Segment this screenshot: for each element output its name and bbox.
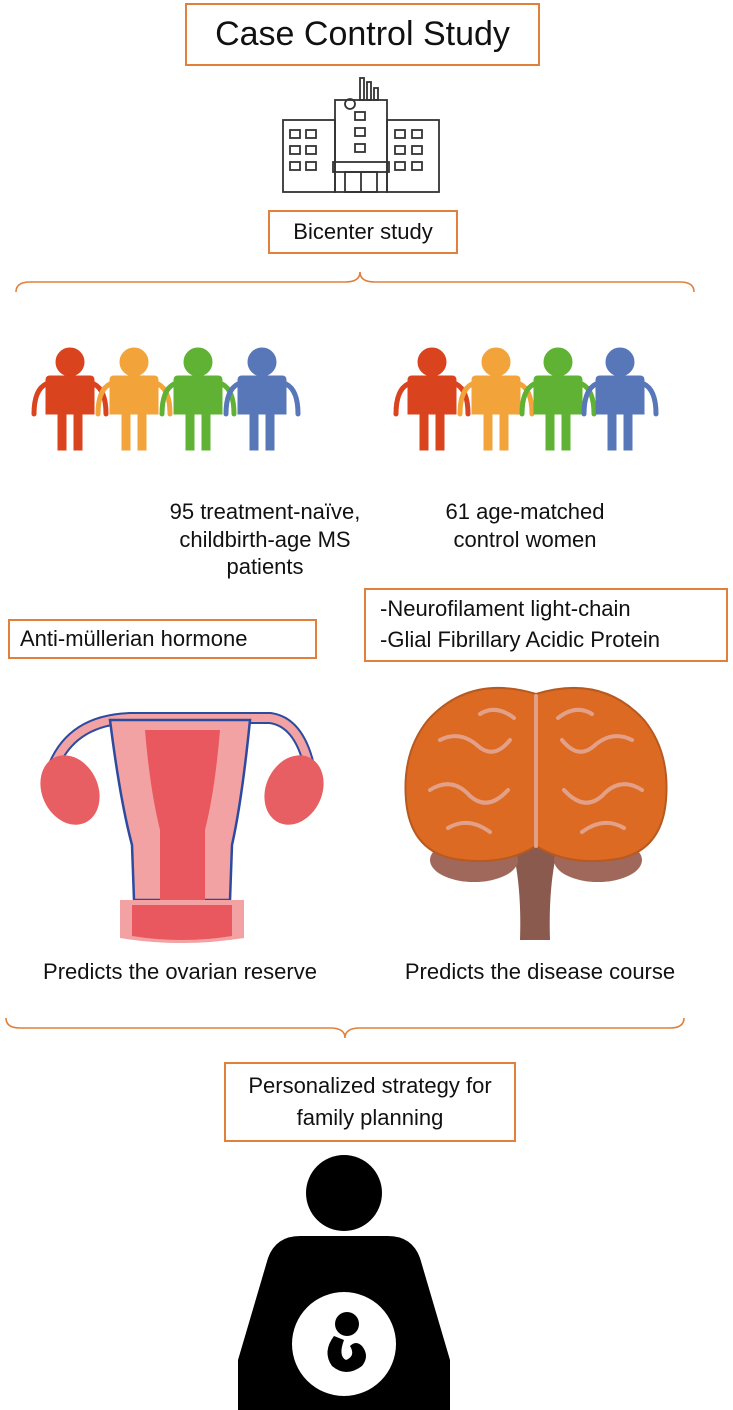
ovary-caption: Predicts the ovarian reserve: [43, 959, 317, 984]
nfl-label: -Neurofilament light-chain: [380, 596, 631, 622]
brain-icon: [404, 687, 668, 940]
uterus-icon: [40, 712, 324, 943]
bicenter-label: Bicenter study: [268, 210, 458, 254]
pregnant-woman-icon: [238, 1155, 450, 1410]
amh-label: Anti-müllerian hormone: [8, 619, 317, 659]
controls-label: 61 age-matched control women: [445, 499, 605, 552]
outcome-label: Personalized strategy for family plannin…: [224, 1062, 516, 1142]
page-title: Case Control Study: [185, 3, 540, 66]
people-group-controls: [396, 348, 656, 450]
gfap-label: -Glial Fibrillary Acidic Protein: [380, 627, 660, 652]
hospital-icon: [282, 77, 440, 193]
cases-label: 95 treatment-naïve, childbirth-age MS pa…: [169, 499, 361, 579]
neuro-markers-box: -Neurofilament light-chain -Glial Fibril…: [364, 588, 728, 662]
people-group-cases: [34, 348, 298, 450]
brain-caption: Predicts the disease course: [404, 959, 676, 984]
bottom-bracket: [5, 1017, 685, 1039]
top-bracket: [15, 271, 695, 293]
